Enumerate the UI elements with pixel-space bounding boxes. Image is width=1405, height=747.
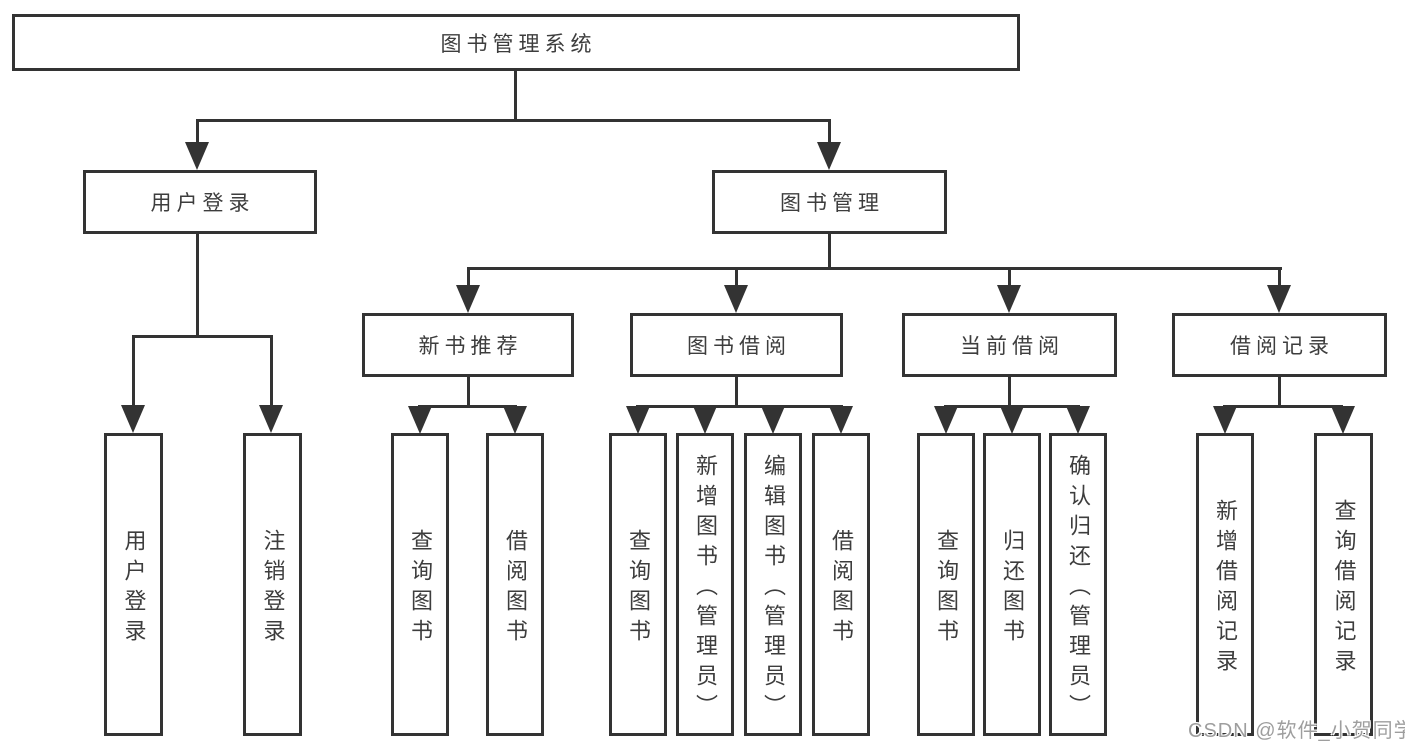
node-leaf-user-login: 用户登录 [104,433,163,736]
edge-newbook-stem [467,376,470,406]
arrow-down-icon [1213,406,1237,434]
node-leaf-query-borrow-record: 查询借阅记录 [1314,433,1373,736]
node-leaf-logout: 注销登录 [243,433,302,736]
arrow-down-icon [259,405,283,433]
edge-borrowing-stem [735,376,738,406]
node-leaf-borrow-books-borrow: 借阅图书 [812,433,870,736]
arrow-down-icon [503,406,527,434]
edge-bookmgmt-bus [467,267,1282,270]
node-new-book-recommend: 新书推荐 [362,313,574,377]
edge-borrowing-bus [636,405,843,408]
edge-records-stem [1278,376,1281,406]
arrow-down-icon [817,142,841,170]
edge-bookmgmt-stem [828,234,831,269]
arrow-down-icon [626,406,650,434]
arrow-down-icon [1000,406,1024,434]
edge-userlogin-shaft-1 [132,338,135,406]
arrow-down-icon [121,405,145,433]
edge-userlogin-stem [196,234,199,337]
node-leaf-edit-books-admin: 编辑图书（管理员） [744,433,802,736]
arrow-down-icon [1066,406,1090,434]
node-leaf-add-books-admin: 新增图书（管理员） [676,433,734,736]
node-book-borrowing: 图书借阅 [630,313,843,377]
node-leaf-query-books-current: 查询图书 [917,433,975,736]
arrow-down-icon [761,406,785,434]
node-leaf-add-borrow-record: 新增借阅记录 [1196,433,1254,736]
node-leaf-query-books-newbook: 查询图书 [391,433,449,736]
arrow-down-icon [829,406,853,434]
edge-userlogin-bus [132,335,273,338]
edge-bookmgmt-shaft-3 [1008,270,1011,286]
arrow-down-icon [693,406,717,434]
node-leaf-query-books-borrow: 查询图书 [609,433,667,736]
node-leaf-return-books: 归还图书 [983,433,1041,736]
edge-newbook-bus [418,405,517,408]
arrow-down-icon [1331,406,1355,434]
csdn-watermark: CSDN @软件_小贺同学 [1188,720,1405,742]
arrow-down-icon [185,142,209,170]
edge-bookmgmt-shaft-4 [1278,270,1281,286]
node-borrowing-records: 借阅记录 [1172,313,1387,377]
edge-bookmgmt-shaft-1 [467,270,470,286]
arrow-down-icon [408,406,432,434]
edge-bookmgmt-shaft-2 [735,270,738,286]
arrow-down-icon [456,285,480,313]
arrow-down-icon [997,285,1021,313]
edge-records-bus [1223,405,1343,408]
arrow-down-icon [724,285,748,313]
edge-root-stem [514,71,517,121]
edge-userlogin-shaft-2 [270,338,273,406]
node-leaf-confirm-return-admin: 确认归还（管理员） [1049,433,1107,736]
node-book-management: 图书管理 [712,170,947,234]
node-book-management-system: 图书管理系统 [12,14,1020,71]
arrow-down-icon [934,406,958,434]
edge-root-left-shaft [196,122,199,143]
edge-root-right-shaft [828,122,831,143]
node-user-login: 用户登录 [83,170,317,234]
node-current-borrowing: 当前借阅 [902,313,1117,377]
arrow-down-icon [1267,285,1291,313]
edge-current-stem [1008,376,1011,406]
node-leaf-borrow-books-newbook: 借阅图书 [486,433,544,736]
edge-root-bus [196,119,831,122]
